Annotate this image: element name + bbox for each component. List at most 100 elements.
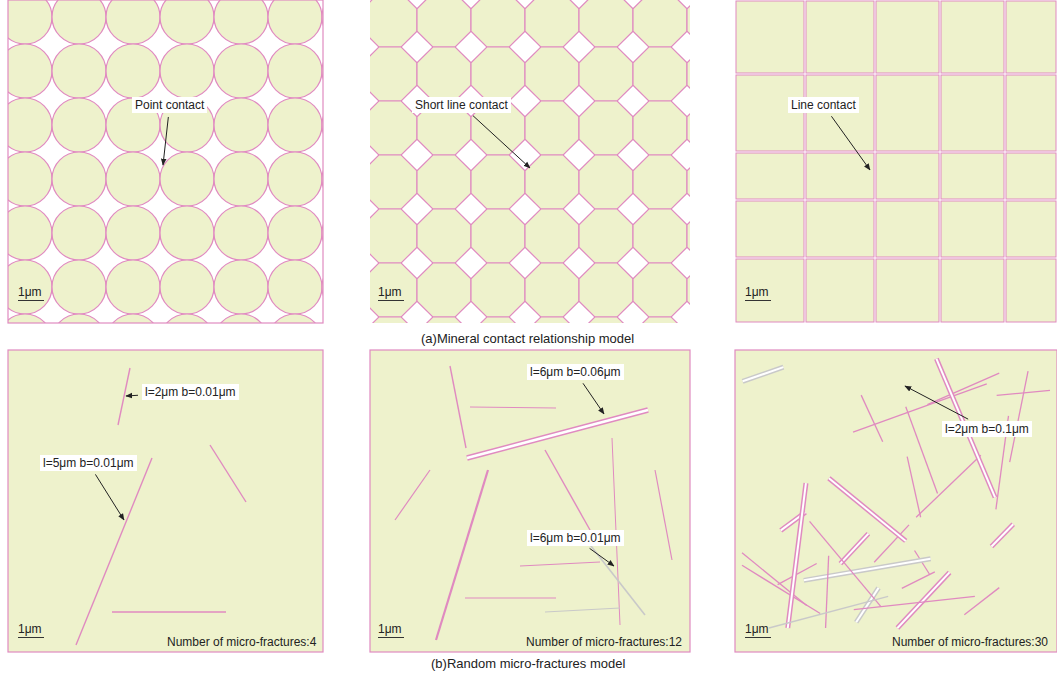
fracture-aperture bbox=[788, 483, 806, 628]
line-contact-panel bbox=[736, 1, 1056, 322]
mineral-grain bbox=[525, 317, 579, 323]
scale-bar-label: 1μm bbox=[18, 285, 44, 301]
mineral-grain bbox=[8, 152, 52, 206]
mineral-grain bbox=[806, 201, 874, 257]
micro-fracture bbox=[743, 367, 784, 381]
mineral-grain bbox=[160, 0, 214, 44]
mineral-grain bbox=[160, 206, 214, 260]
micro-fracture bbox=[826, 556, 829, 628]
mineral-grain bbox=[160, 314, 214, 323]
mineral-grain bbox=[736, 1, 804, 73]
mineral-grain bbox=[876, 201, 939, 257]
micro-fracture bbox=[854, 596, 975, 609]
panel-border bbox=[8, 0, 323, 323]
pore-ground bbox=[8, 0, 323, 323]
mineral-grain bbox=[876, 1, 939, 73]
mineral-grain bbox=[579, 263, 633, 317]
micro-fracture bbox=[964, 588, 999, 615]
mineral-grain bbox=[1006, 201, 1056, 257]
callout-label: Point contact bbox=[132, 97, 207, 113]
mineral-grain bbox=[1006, 153, 1056, 199]
mineral-grain bbox=[417, 47, 471, 101]
mineral-grain bbox=[941, 259, 1004, 322]
mineral-grain bbox=[370, 209, 417, 263]
leader-arrow bbox=[163, 117, 168, 165]
mineral-grain bbox=[876, 75, 939, 151]
scale-bar-label: 1μm bbox=[18, 622, 44, 638]
micro-fracture bbox=[1010, 371, 1028, 462]
mineral-grain bbox=[370, 263, 417, 317]
micro-fracture bbox=[861, 395, 883, 442]
mineral-grain bbox=[633, 155, 687, 209]
mineral-grain bbox=[52, 260, 106, 314]
fracture-aperture bbox=[840, 534, 868, 564]
micro-fracture bbox=[840, 534, 868, 564]
micro-fracture bbox=[210, 445, 246, 502]
mineral-grain bbox=[8, 44, 52, 98]
mineral-grain bbox=[525, 47, 579, 101]
mineral-grain bbox=[525, 263, 579, 317]
micro-fracture bbox=[804, 559, 931, 581]
mineral-grain bbox=[8, 314, 52, 323]
fracture-count: Number of micro-fractures:12 bbox=[524, 635, 684, 649]
callout-label: l=6μm b=0.06μm bbox=[527, 364, 624, 380]
mineral-grain bbox=[579, 209, 633, 263]
fracture-aperture bbox=[743, 367, 784, 381]
mineral-grain bbox=[525, 209, 579, 263]
mineral-grain bbox=[806, 75, 874, 151]
mineral-grain bbox=[268, 206, 322, 260]
fracture-count: Number of micro-fractures:30 bbox=[890, 635, 1050, 649]
fracture-aperture bbox=[467, 410, 648, 458]
mineral-grain bbox=[214, 206, 268, 260]
mineral-grain bbox=[417, 317, 471, 323]
micro-fracture bbox=[545, 608, 620, 612]
mineral-grain bbox=[1006, 1, 1056, 73]
mineral-grain bbox=[106, 44, 160, 98]
mineral-grain bbox=[579, 0, 633, 47]
scale-bar-label: 1μm bbox=[378, 622, 404, 638]
fracture-group bbox=[742, 359, 1050, 628]
mineral-grain bbox=[370, 47, 417, 101]
micro-fracture bbox=[742, 565, 820, 613]
callout-label: Line contact bbox=[788, 97, 859, 113]
mineral-grain bbox=[806, 1, 874, 73]
mineral-grain bbox=[941, 153, 1004, 199]
mineral-grain bbox=[268, 98, 322, 152]
micro-fracture bbox=[902, 572, 935, 588]
mineral-grain bbox=[417, 209, 471, 263]
mineral-grain bbox=[687, 209, 690, 263]
micro-fracture bbox=[829, 478, 906, 541]
fracture-aperture bbox=[856, 588, 878, 622]
scale-bar-label: 1μm bbox=[378, 285, 404, 301]
micro-fracture bbox=[810, 521, 881, 606]
mineral-grain bbox=[633, 101, 687, 155]
mineral-grain bbox=[106, 260, 160, 314]
rock-matrix bbox=[735, 350, 1057, 652]
micro-fracture bbox=[470, 407, 556, 408]
leader-arrow bbox=[590, 548, 614, 566]
mineral-grain bbox=[633, 263, 687, 317]
micro-fracture bbox=[436, 470, 488, 640]
mineral-grain bbox=[214, 44, 268, 98]
mineral-grain bbox=[1006, 75, 1056, 151]
mineral-grain bbox=[268, 0, 322, 44]
mineral-grain bbox=[525, 155, 579, 209]
mineral-grain bbox=[370, 155, 417, 209]
mineral-grain bbox=[579, 155, 633, 209]
mineral-grain bbox=[633, 47, 687, 101]
mineral-grain bbox=[268, 152, 322, 206]
micro-fracture bbox=[997, 390, 1050, 395]
mineral-grain bbox=[106, 314, 160, 323]
mineral-grain bbox=[160, 152, 214, 206]
mineral-grain bbox=[941, 1, 1004, 73]
short-line-contact-panel bbox=[370, 0, 690, 323]
mineral-grain bbox=[736, 259, 804, 322]
fracture-count: Number of micro-fractures:4 bbox=[165, 635, 318, 649]
micro-fracture bbox=[450, 366, 466, 448]
mineral-grain bbox=[471, 317, 525, 323]
mineral-grain bbox=[268, 44, 322, 98]
mineral-grain bbox=[687, 47, 690, 101]
fracture-aperture bbox=[804, 559, 931, 581]
mineral-grain bbox=[214, 98, 268, 152]
leader-arrow bbox=[905, 386, 968, 419]
